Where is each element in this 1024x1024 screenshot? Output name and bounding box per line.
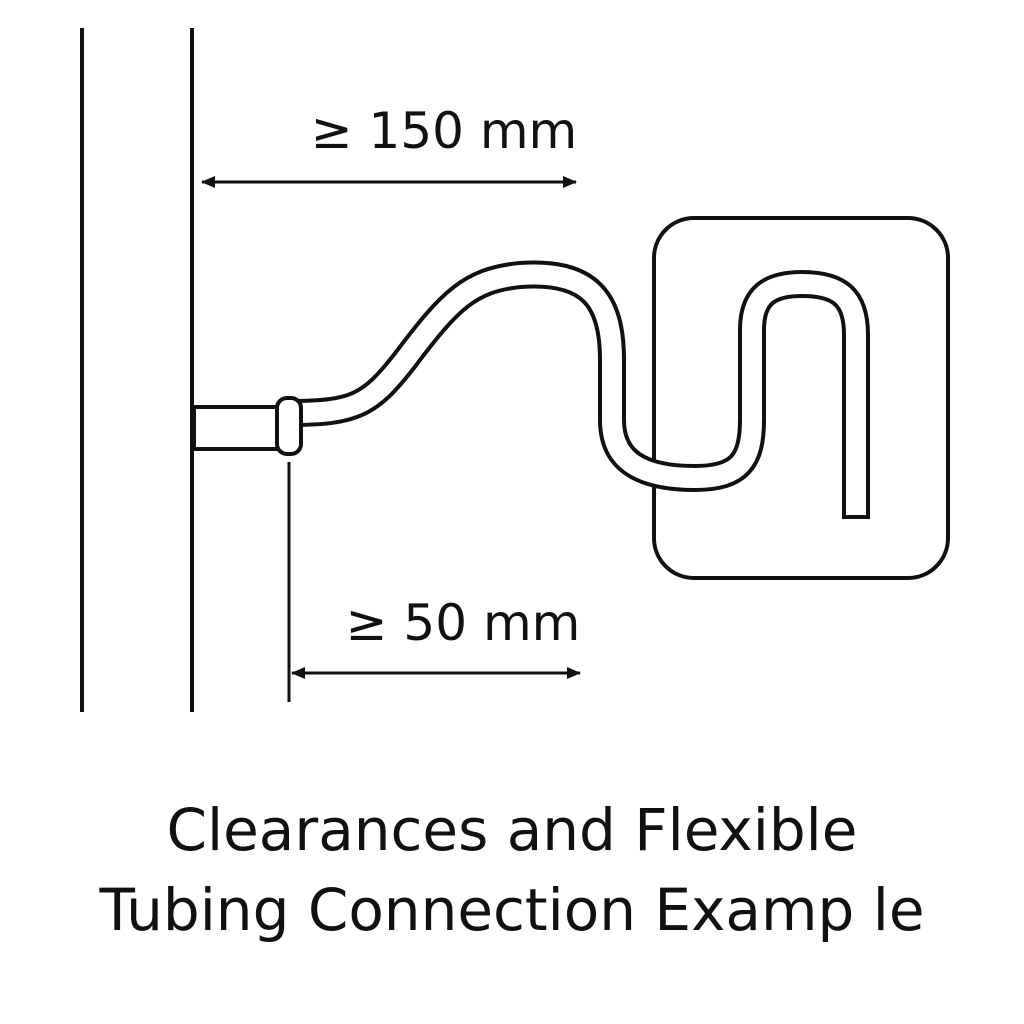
clearance-bottom-dimension: ≥ 50 mm — [287, 462, 581, 702]
caption-line-2: Tubing Connection Examp le — [99, 876, 925, 944]
flexible-tubing — [289, 260, 870, 519]
caption-line-1: Clearances and Flexible — [166, 796, 858, 864]
rigid-pipe-stub — [192, 405, 280, 451]
clearance-top-dimension: ≥ 150 mm — [201, 102, 578, 188]
appliance-box — [652, 216, 950, 580]
tubing-core — [289, 264, 866, 517]
pipe-coupling — [275, 396, 303, 456]
clearance-top-label: ≥ 150 mm — [311, 102, 578, 160]
wall — [80, 28, 194, 712]
clearance-bottom-label: ≥ 50 mm — [346, 594, 581, 652]
